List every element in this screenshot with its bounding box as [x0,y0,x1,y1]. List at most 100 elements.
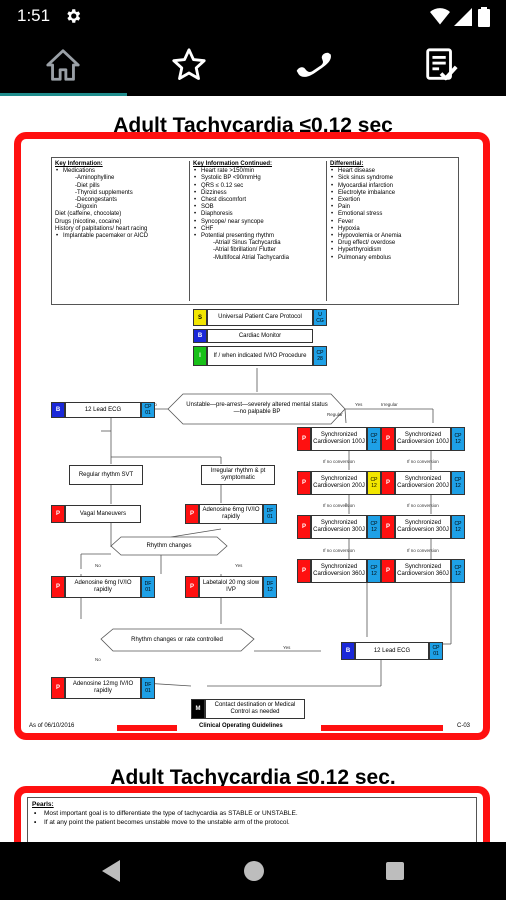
sync-cardioversion-360j-box[interactable]: Synchronized Cardioversion 360J [311,559,367,583]
sync-cardioversion-200j-box[interactable]: Synchronized Cardioversion 200J [311,471,367,495]
12-lead-ecg-box[interactable]: 12 Lead ECG [65,402,141,418]
cardioversion-ref-badge[interactable]: CP 12 [451,515,465,539]
universal-patient-care-box[interactable]: Universal Patient Care Protocol [207,309,313,326]
adenosine-12mg-box[interactable]: Adenosine 12mg IV/IO rapidly [65,677,141,699]
key-info-item: -Aminophylline [75,175,115,182]
cardiac-monitor-box[interactable]: Cardiac Monitor [207,329,313,343]
rhythm-rate-decision: Rhythm changes or rate controlled [131,636,223,643]
sync-cardioversion-100j-box[interactable]: Synchronized Cardioversion 100J [311,427,367,451]
home-icon [46,49,80,81]
cardioversion-ref-badge[interactable]: CP 12 [367,515,381,539]
key-info-item: Heart rate >150/min [194,168,323,175]
home-circle-icon[interactable] [239,856,269,886]
page-footer: As of 06/10/2016 Clinical Operating Guid… [29,723,475,733]
key-info-item: -Thyroid supplements [75,189,133,196]
key-info-item: SOB [194,204,323,211]
signal-icon [454,8,472,26]
key-info-item: Dizziness [194,190,323,197]
sync-cardioversion-200j-box[interactable]: Synchronized Cardioversion 200J [395,471,451,495]
key-information-box: Key Information: Medications -Aminophyll… [51,157,459,305]
cardioversion-ref-badge[interactable]: CP 12 [367,471,381,495]
cardioversion-ref-badge[interactable]: CP 12 [367,427,381,451]
rhythm-changes-decision: Rhythm changes [146,542,192,549]
tag-P: P [185,576,199,598]
page-title: Adult Tachycardia ≤0.12 sec [113,114,393,137]
12-lead-ecg-repeat-box[interactable]: 12 Lead ECG [355,642,429,660]
key-info-item: -Digoxin [75,204,98,211]
sync-cardioversion-360j-box[interactable]: Synchronized Cardioversion 360J [395,559,451,583]
key-info-item: History of palpitations/ heart racing [55,225,148,232]
cardioversion-ref-badge[interactable]: CP 12 [451,427,465,451]
adenosine-6mg-repeat-box[interactable]: Adenosine 6mg IV/IO rapidly [65,576,141,598]
sync-cardioversion-100j-box[interactable]: Synchronized Cardioversion 100J [395,427,451,451]
cardioversion-ref-badge[interactable]: CP 12 [451,471,465,495]
checklist-button[interactable] [378,34,504,96]
label-regular: Regular [327,412,343,417]
tag-P: P [297,427,311,451]
iv-io-procedure-box[interactable]: If / when indicated IV/IO Procedure [207,346,313,366]
label-yes: Yes [283,645,291,650]
key-info-item: Fever [331,219,455,226]
contact-medical-control-box[interactable]: Contact destination or Medical Control a… [205,699,305,719]
iv-ref-badge[interactable]: CP 28 [313,346,327,366]
home-button[interactable] [0,34,126,96]
regular-rhythm-svt-box[interactable]: Regular rhythm SVT [69,465,143,485]
flowchart-connectors [61,368,452,687]
key-info-item: Implantable pacemaker or AICD [56,233,186,240]
tag-P: P [51,505,65,523]
call-button[interactable] [252,34,378,96]
key-info-item: Drug effect/ overdose [331,240,455,247]
ecg-ref-badge[interactable]: CP 01 [141,402,155,418]
sync-cardioversion-300j-box[interactable]: Synchronized Cardioversion 300J [311,515,367,539]
no-conversion-label: If no conversion [323,548,355,553]
tag-S: S [193,309,207,326]
settings-gear-icon [67,9,81,23]
cardioversion-ref-badge[interactable]: CP 12 [367,559,381,583]
no-conversion-label: If no conversion [407,548,439,553]
labetalol-ref-badge[interactable]: DF 12 [263,576,277,598]
key-info-item: Hypoxia [331,226,455,233]
key-info-heading: Differential: [330,161,364,167]
label-no: No [95,657,101,662]
label-irregular: Irregular [381,402,398,407]
cardioversion-ref-badge[interactable]: CP 12 [451,559,465,583]
key-info-item: Hyperthyroidism [331,247,455,254]
recents-square-icon[interactable] [380,856,410,886]
vagal-maneuvers-box[interactable]: Vagal Maneuvers [65,505,141,523]
label-yes: Yes [355,402,363,407]
favorites-button[interactable] [126,34,252,96]
key-info-item: Myocardial infarction [331,183,455,190]
adenosine-ref-badge[interactable]: DF 01 [263,504,277,524]
upc-ref-badge[interactable]: U CG [313,309,327,326]
key-info-item: -Atrial/ Sinus Tachycardia [213,240,281,247]
status-bar: 1:51 [0,0,506,34]
back-icon[interactable] [98,856,128,886]
pearl-item: If at any point the patient becomes unst… [34,818,472,827]
footer-red-bar-left [117,725,177,731]
tag-P: P [297,515,311,539]
key-info-item: Pulmonary embolus [331,255,455,262]
ecg-ref-badge[interactable]: CP 01 [429,642,443,660]
footer-guidelines: Clinical Operating Guidelines [199,723,283,729]
tag-P: P [381,559,395,583]
pearls-heading: Pearls: [32,801,54,808]
page-title-2: Adult Tachycardia ≤0.12 sec. [110,766,396,789]
protocol-scroll-view[interactable]: Adult Tachycardia ≤0.12 sec Key Informat… [0,96,506,842]
adenosine-ref-badge[interactable]: DF 01 [141,576,155,598]
labetalol-box[interactable]: Labetalol 20 mg slow IVP [199,576,263,598]
label-no: No [95,563,101,568]
key-info-item: Syncope/ near syncope [194,219,323,226]
key-info-item: Drugs (nicotine, cocaine) [55,218,122,225]
sync-cardioversion-300j-box[interactable]: Synchronized Cardioversion 300J [395,515,451,539]
phone-icon [296,52,331,77]
irregular-rhythm-box[interactable]: Irregular rhythm & pt symptomatic [201,465,275,485]
key-info-item: Medications [56,168,186,175]
adenosine-6mg-box[interactable]: Adenosine 6mg IV/IO rapidly [199,504,263,524]
no-conversion-label: If no conversion [323,459,355,464]
footer-red-bar-right [321,725,443,731]
adenosine-ref-badge[interactable]: DF 01 [141,677,155,699]
key-info-col-2: Key Information Continued: Heart rate >1… [189,161,326,301]
battery-icon [478,7,490,27]
key-info-heading: Key Information: [55,161,103,167]
no-conversion-label: If no conversion [407,459,439,464]
